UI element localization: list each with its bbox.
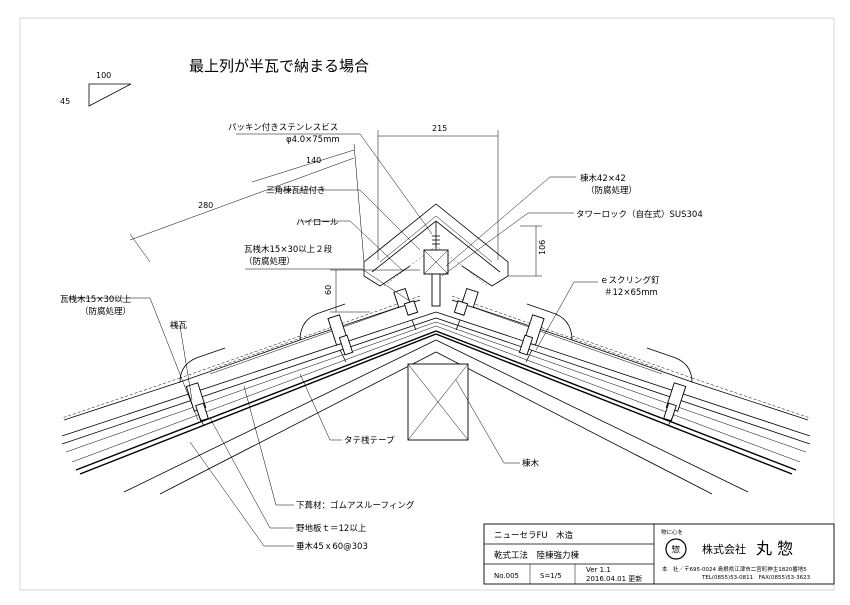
dim-140: 140: [306, 156, 321, 165]
label-sheathing: 野地板ｔ＝12以上: [296, 523, 367, 534]
tb-version: Ver 1.1: [586, 566, 611, 574]
label-screw-1: パッキン付きステンレスビス: [228, 122, 338, 133]
label-munagi-2: （防腐処理）: [586, 185, 637, 196]
tb-address: 本 社／〒695-0024 島根県江津市二宮町神主1820番地5: [662, 565, 807, 573]
roof-structure: [61, 203, 811, 495]
tb-phone: TEL(0855)53-0811 FAX(0855)53-3623: [701, 575, 811, 581]
slope-run: 100: [96, 71, 111, 80]
tb-number: No.005: [494, 572, 519, 580]
label-ridge-beam: 棟木: [522, 458, 540, 469]
label-sangawara: 桟瓦: [170, 320, 188, 331]
dim-106: 106: [538, 240, 547, 255]
tb-method: 乾式工法 陸棟強力棟: [494, 550, 580, 561]
label-batten-1: 瓦桟木15×30以上２段: [244, 244, 333, 255]
label-towerlock: タワーロック（自在式）SUS304: [576, 209, 703, 220]
title-block: ニューセラFU 木造 乾式工法 陸棟強力棟 No.005 S=1/5 Ver 1…: [483, 523, 835, 585]
tb-slogan: 物に心を: [661, 528, 683, 536]
dim-215: 215: [432, 124, 447, 133]
label-ring-1: ｅスクリング釘: [600, 275, 660, 286]
tb-scale: S=1/5: [540, 572, 562, 580]
slope-indicator: 100 45: [60, 71, 132, 107]
drawing-title: 最上列が半瓦で納まる場合: [189, 57, 369, 75]
label-tatesan: タテ桟テープ: [344, 435, 395, 446]
labels: パッキン付きステンレスビス φ4.0×75mm 三角棟瓦紐付き ハイロール 瓦桟…: [60, 122, 703, 552]
label-batten-2: （防腐処理）: [244, 256, 295, 267]
tb-company-name: 丸 惣: [756, 539, 793, 558]
dim-60: 60: [324, 285, 333, 295]
label-underlay: 下葺材：ゴムアスルーフィング: [296, 500, 415, 511]
label-left-batten-1: 瓦桟木15×30以上: [60, 294, 132, 305]
dim-280: 280: [198, 201, 213, 210]
label-hairoll: ハイロール: [296, 218, 339, 228]
label-rafter: 垂木45ｘ60@303: [296, 541, 368, 552]
slope-rise: 45: [60, 97, 70, 106]
label-ring-2: ＃12×65mm: [604, 288, 658, 298]
tb-company-prefix: 株式会社: [702, 542, 746, 556]
label-munagi-1: 棟木42×42: [580, 173, 626, 184]
label-left-batten-2: （防腐処理）: [80, 306, 131, 317]
label-screw-2: φ4.0×75mm: [286, 135, 340, 145]
tb-product: ニューセラFU 木造: [494, 530, 574, 541]
sheet-border: [19, 17, 835, 591]
logo-char: 惣: [672, 545, 681, 556]
company-logo: 惣: [665, 538, 687, 560]
label-sankaku: 三角棟瓦紐付き: [266, 185, 326, 196]
tb-date: 2016.04.01 更新: [586, 574, 642, 583]
dimensions: 215 140 280 106 60: [129, 124, 547, 313]
leader-lines: [64, 133, 598, 547]
